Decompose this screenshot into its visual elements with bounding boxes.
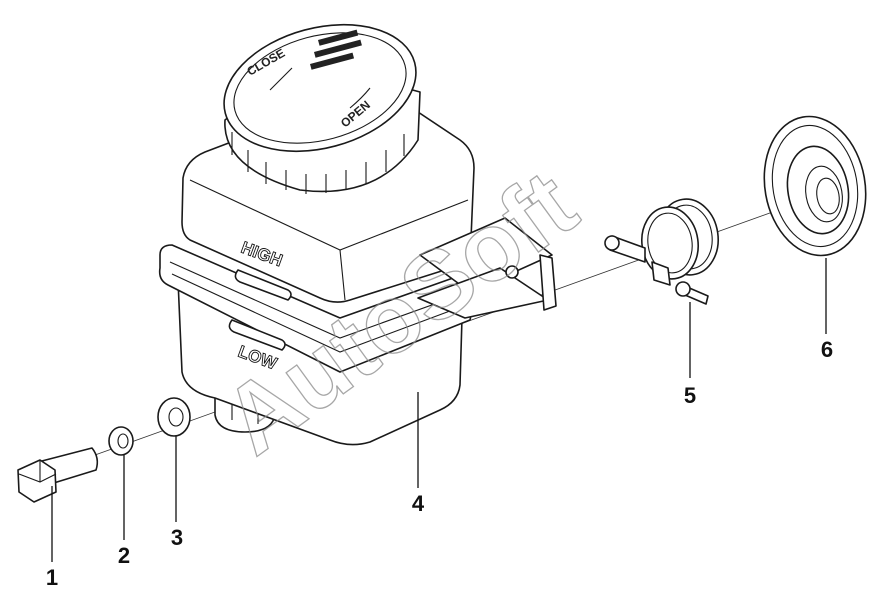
reservoir-cap: CLOSE OPEN [223, 23, 421, 194]
callout-1: 1 [46, 565, 58, 590]
callout-labels: 1 2 3 4 5 6 [46, 337, 833, 590]
callout-5: 5 [684, 383, 696, 408]
leader-lines [51, 258, 827, 562]
grommet [763, 115, 867, 257]
bolt [17, 447, 99, 503]
flat-washer [157, 397, 191, 437]
spring-washer [108, 426, 134, 456]
callout-2: 2 [118, 543, 130, 568]
hose-clamp [604, 198, 719, 305]
callout-6: 6 [821, 337, 833, 362]
callout-4: 4 [412, 491, 425, 516]
callout-3: 3 [171, 525, 183, 550]
mounting-bracket [417, 217, 557, 319]
